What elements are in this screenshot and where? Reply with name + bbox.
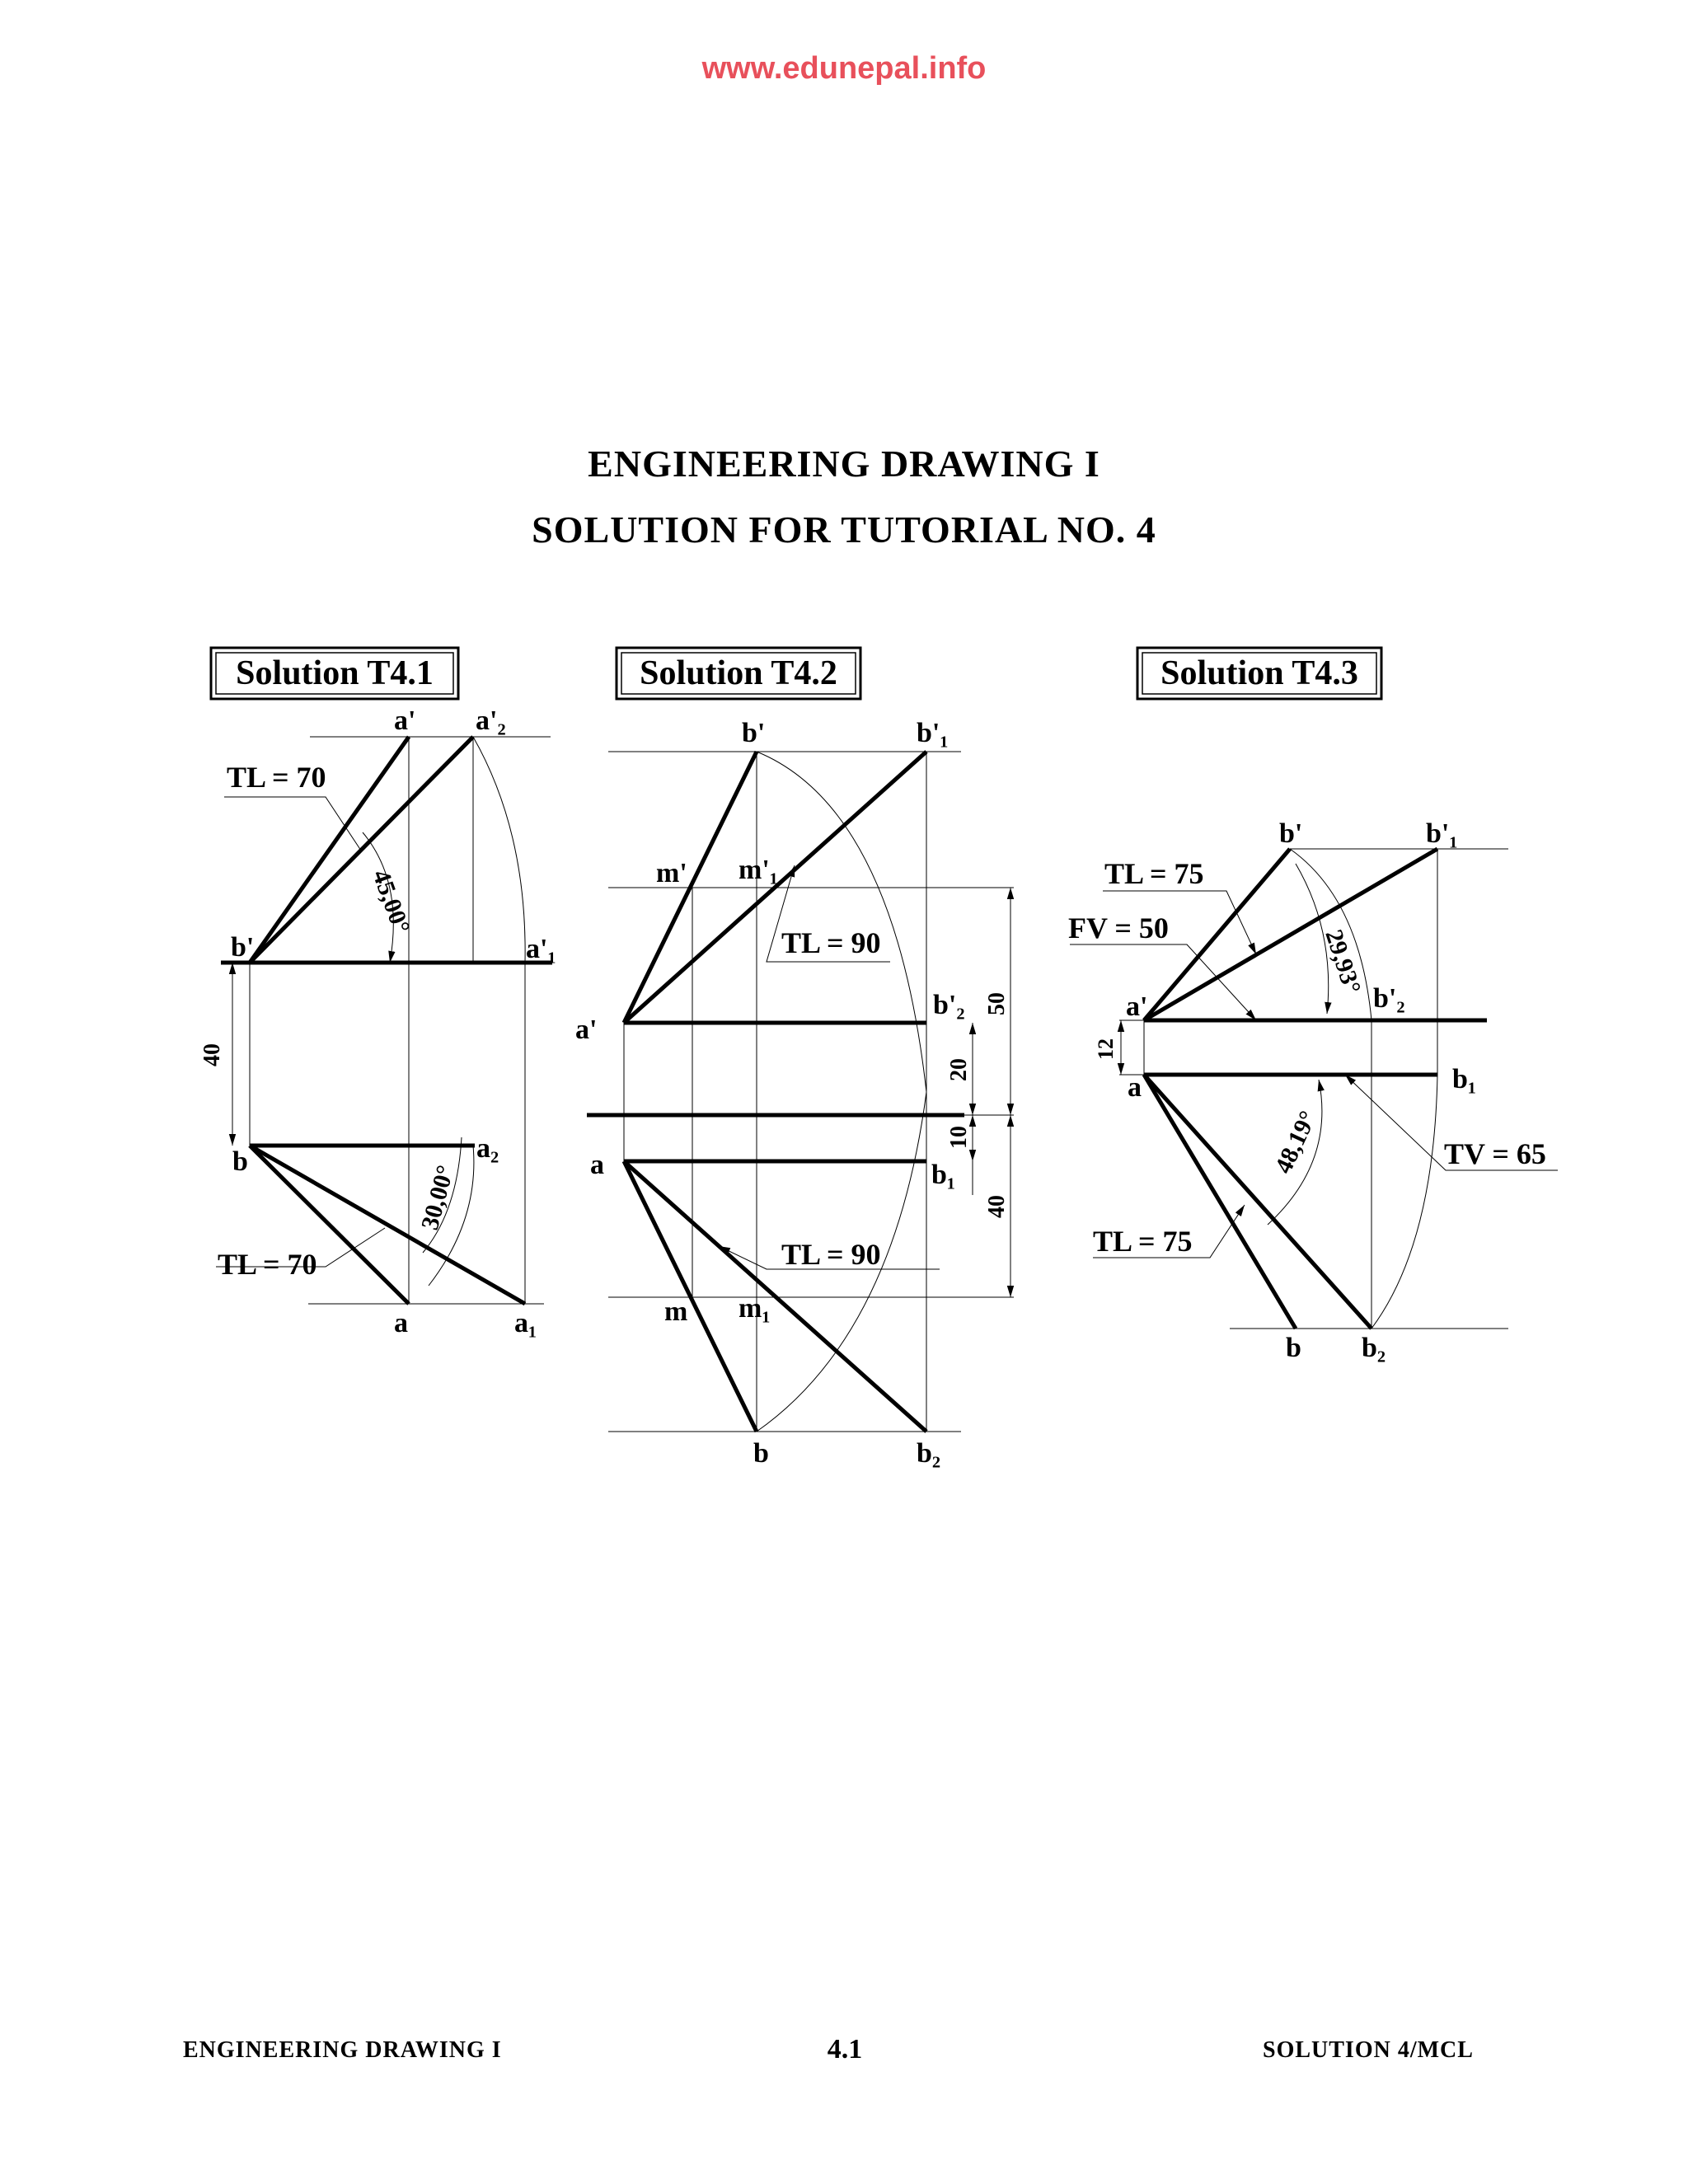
t42-label-b2-prime: b'₂ bbox=[933, 990, 965, 1020]
t43-label-b1-prime: b'₁ bbox=[1426, 818, 1458, 849]
t41-label-a-prime: a' bbox=[394, 705, 415, 736]
t41-label-a2: a₂ bbox=[476, 1133, 499, 1164]
watermark: www.edunepal.info bbox=[701, 51, 987, 86]
t41-angle-top: 45,00° bbox=[367, 866, 415, 937]
footer-right: SOLUTION 4/MCL bbox=[1263, 2037, 1474, 2063]
solution-t43: Solution T4.3 bbox=[1068, 646, 1558, 1363]
t41-labels: a' a'₂ TL = 70 b' a'₁ 45,00° 40 b a₂ 30,… bbox=[199, 705, 556, 1338]
t42-construction-lines bbox=[608, 751, 1015, 1432]
t43-object-lines bbox=[1142, 846, 1487, 1330]
t43-tv: TV = 65 bbox=[1444, 1137, 1546, 1170]
t41-dim-40: 40 bbox=[199, 1043, 225, 1066]
t42-label-a-prime: a' bbox=[575, 1015, 597, 1045]
t42-label-b-prime: b' bbox=[742, 718, 765, 748]
t42-label-m-prime: m' bbox=[656, 858, 687, 888]
t41-object-lines bbox=[221, 735, 552, 1306]
t43-labels: b' b'₁ TL = 75 FV = 50 29,93° a' b'₂ 12 … bbox=[1068, 818, 1546, 1363]
t43-angle-top: 29,93° bbox=[1320, 926, 1366, 997]
t43-fv: FV = 50 bbox=[1068, 912, 1169, 944]
t42-label-a: a bbox=[590, 1150, 604, 1180]
t42-labels: b' b'₁ m' m'₁ TL = 90 a' b'₂ 50 20 10 40… bbox=[575, 718, 1010, 1469]
t41-tl-top: TL = 70 bbox=[227, 761, 326, 794]
t43-angle-bottom: 48,19° bbox=[1269, 1107, 1322, 1178]
t42-tl-bottom: TL = 90 bbox=[781, 1238, 881, 1271]
t42-object-lines bbox=[587, 750, 964, 1433]
solution-t42-title-box: Solution T4.2 bbox=[615, 646, 862, 701]
footer-page-number: 4.1 bbox=[827, 2034, 863, 2064]
t41-label-a1: a₁ bbox=[514, 1308, 537, 1338]
solution-t42: Solution T4.2 bbox=[575, 646, 1015, 1469]
t43-tl-top: TL = 75 bbox=[1104, 857, 1204, 890]
t42-label-b: b bbox=[753, 1438, 769, 1469]
solution-t43-title-box: Solution T4.3 bbox=[1136, 646, 1383, 701]
t43-label-b-prime: b' bbox=[1279, 818, 1302, 849]
solution-t41-title: Solution T4.1 bbox=[236, 654, 434, 692]
t41-label-a1-prime: a'₁ bbox=[526, 934, 556, 964]
t42-label-m: m bbox=[664, 1296, 687, 1327]
t42-dim-50: 50 bbox=[984, 992, 1010, 1015]
page-title: ENGINEERING DRAWING I bbox=[588, 443, 1100, 485]
t43-label-b1: b₁ bbox=[1452, 1064, 1476, 1094]
t42-dim-40: 40 bbox=[984, 1195, 1010, 1218]
t42-label-b1: b₁ bbox=[931, 1160, 955, 1190]
t42-label-b1-prime: b'₁ bbox=[917, 718, 949, 748]
t43-label-a-prime: a' bbox=[1126, 991, 1147, 1022]
t43-dim-12: 12 bbox=[1094, 1038, 1118, 1060]
t41-label-a2-prime: a'₂ bbox=[476, 705, 506, 736]
t43-label-a: a bbox=[1128, 1072, 1142, 1103]
t42-label-m1: m₁ bbox=[738, 1293, 771, 1324]
t43-label-b2: b₂ bbox=[1362, 1333, 1386, 1363]
t42-label-b2: b₂ bbox=[917, 1438, 940, 1469]
t43-construction-lines bbox=[1070, 848, 1558, 1329]
t42-dim-10: 10 bbox=[946, 1126, 972, 1149]
footer-left: ENGINEERING DRAWING I bbox=[183, 2037, 502, 2063]
solution-t42-title: Solution T4.2 bbox=[640, 654, 837, 692]
solution-t41: Solution T4.1 a' bbox=[199, 646, 556, 1338]
t43-label-b2-prime: b'₂ bbox=[1373, 983, 1405, 1014]
t43-label-b: b bbox=[1286, 1333, 1301, 1363]
t41-construction-lines bbox=[216, 736, 551, 1305]
t41-tl-bottom: TL = 70 bbox=[218, 1248, 317, 1281]
t41-label-b-prime: b' bbox=[231, 932, 254, 963]
t41-angle-bottom: 30,00° bbox=[416, 1162, 459, 1232]
t41-label-a: a bbox=[394, 1308, 408, 1338]
t43-tl-bottom: TL = 75 bbox=[1093, 1225, 1193, 1258]
page-subtitle: SOLUTION FOR TUTORIAL NO. 4 bbox=[532, 509, 1156, 551]
solution-t43-title: Solution T4.3 bbox=[1160, 654, 1358, 692]
t42-tl-top: TL = 90 bbox=[781, 926, 881, 959]
t42-dim-20: 20 bbox=[946, 1058, 972, 1081]
solution-t41-title-box: Solution T4.1 bbox=[209, 646, 460, 701]
t41-label-b: b bbox=[232, 1146, 248, 1177]
t42-label-m1-prime: m'₁ bbox=[738, 855, 778, 885]
